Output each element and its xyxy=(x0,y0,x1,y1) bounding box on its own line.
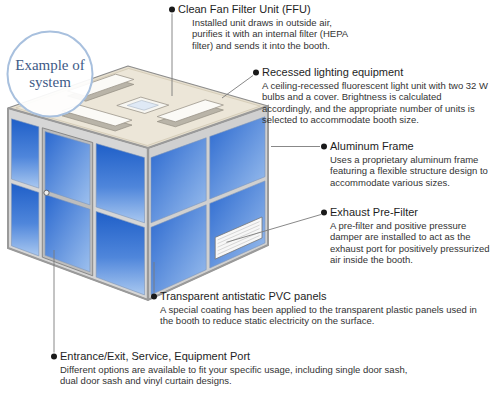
callout-dot xyxy=(151,294,157,300)
callout-text: Uses a proprietary aluminum frame featur… xyxy=(330,154,494,188)
aluminum-frame xyxy=(8,106,268,300)
circle-ring xyxy=(8,32,93,117)
callout-heading: Aluminum Frame xyxy=(330,140,414,153)
filter-slat xyxy=(218,222,260,240)
callout-heading: Exhaust Pre-Filter xyxy=(330,206,418,219)
aluminum-frame-post xyxy=(147,148,149,300)
door-panel xyxy=(45,195,90,272)
fan-filter-unit xyxy=(157,100,223,122)
callout-dot xyxy=(321,144,327,150)
leader-line xyxy=(271,146,320,147)
callout-dot xyxy=(321,210,327,216)
leader-line xyxy=(154,262,155,293)
light-cover xyxy=(127,100,158,110)
callout-dot xyxy=(51,354,57,360)
callout-text: Installed unit draws in outside air, pur… xyxy=(192,17,360,51)
leader-line xyxy=(222,76,253,99)
callout-text: Different options are available to fit y… xyxy=(60,364,420,387)
door-sash xyxy=(42,128,92,276)
pvc-panel xyxy=(12,119,39,188)
pvc-panel xyxy=(151,205,206,295)
callout-text: A special coating has been applied to th… xyxy=(160,304,478,327)
leader-line xyxy=(172,14,173,97)
callout-heading: Recessed lighting equipment xyxy=(262,66,403,79)
pvc-panel xyxy=(96,144,144,223)
callout-heading: Transparent antistatic PVC panels xyxy=(160,290,327,303)
pvc-panel xyxy=(12,183,39,256)
callout-heading: Clean Fan Filter Unit (FFU) xyxy=(178,3,311,16)
callout-dot xyxy=(169,7,175,13)
pvc-panel xyxy=(210,181,265,268)
callout-text: A pre-filter and positive pressure dampe… xyxy=(330,220,494,266)
circle-title-text: Example of system xyxy=(15,57,85,91)
callout-dot xyxy=(253,70,259,76)
callout-heading: Entrance/Exit, Service, Equipment Port xyxy=(60,350,250,363)
door-handle xyxy=(44,190,49,195)
callout-text: A ceiling-recessed fluorescent light uni… xyxy=(262,80,494,126)
recessed-light xyxy=(117,97,169,113)
door-panel xyxy=(45,132,90,205)
filter-slat xyxy=(218,229,260,248)
leader-line xyxy=(54,250,55,353)
pvc-panel xyxy=(96,211,144,295)
leader-line xyxy=(226,215,321,243)
exhaust-prefilter xyxy=(215,217,262,259)
title-circle: Example of system xyxy=(6,30,94,118)
